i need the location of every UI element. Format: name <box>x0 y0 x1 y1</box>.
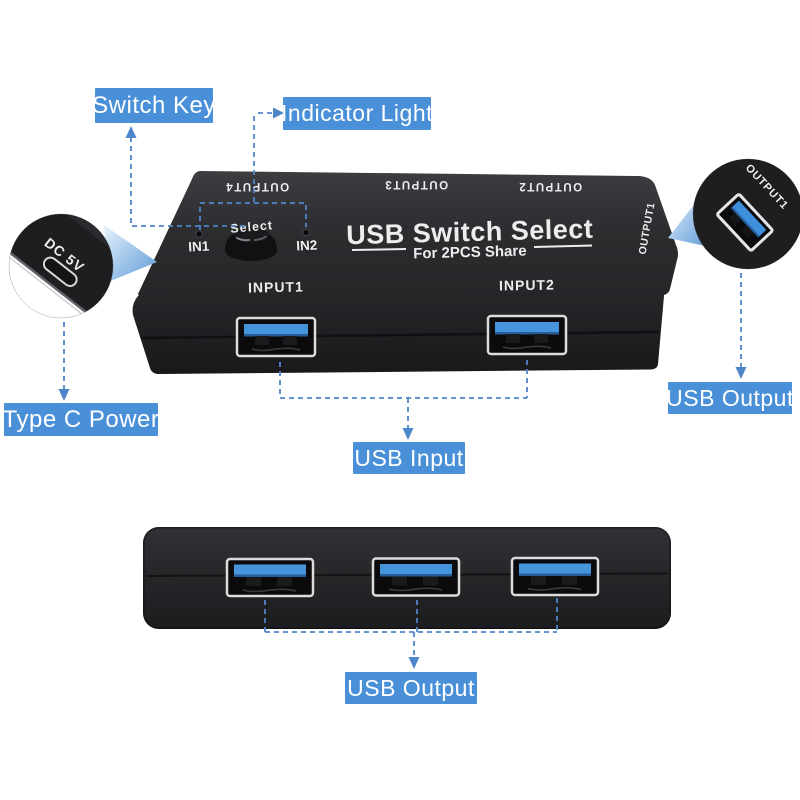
select-label: Select <box>230 218 274 236</box>
arrow-up-switch-key <box>125 126 137 138</box>
led-in2 <box>302 228 310 237</box>
arrow-right-indicator <box>273 107 284 119</box>
input2-label: INPUT2 <box>499 277 555 294</box>
arrow-down-usb-output-bottom <box>408 657 420 669</box>
usb-a-port-closeup <box>716 193 774 252</box>
usb-output-bottom-callout: USB Output <box>345 672 477 704</box>
usb-switch-device: OUTPUT4 OUTPUT3 OUTPUT2 Select IN1 IN2 U… <box>132 171 678 375</box>
in1-label: IN1 <box>188 238 210 254</box>
connector-switch-key <box>130 137 248 227</box>
usb-output-right-callout: USB Output <box>666 382 793 414</box>
device-subtitle: For 2PCS Share <box>413 243 527 263</box>
connector-indicator-bracket <box>199 202 307 230</box>
in2-label: IN2 <box>296 237 318 253</box>
select-knob[interactable] <box>225 226 277 262</box>
subtitle-rule-left <box>351 248 407 251</box>
usb-input-callout: USB Input <box>353 442 465 474</box>
switch-key-callout: Switch Key <box>92 88 215 123</box>
device-seam <box>140 330 660 340</box>
device-title: USB Switch Select <box>346 214 594 250</box>
arrow-down-usb-input <box>402 428 414 440</box>
type-c-port <box>42 256 78 287</box>
back-port-label-output2: OUTPUT2 <box>518 180 582 192</box>
usb-port-output-b[interactable] <box>371 557 461 597</box>
subtitle-rule-right <box>533 244 593 248</box>
device-rear-view <box>143 527 671 629</box>
indicator-light-callout: Indicator Light <box>281 97 433 130</box>
led-in1 <box>195 230 203 238</box>
arrow-down-usb-output-right <box>735 367 747 379</box>
type-c-power-callout: Type C Power <box>3 403 159 436</box>
connectors <box>63 112 742 660</box>
usb-port-output-a[interactable] <box>225 557 315 598</box>
connector-arrowheads <box>58 107 747 669</box>
left-inset-wedge <box>104 225 157 282</box>
usb-port-input2[interactable] <box>486 314 568 356</box>
arrow-down-type-c <box>58 389 70 401</box>
input1-label: INPUT1 <box>248 279 304 296</box>
back-port-label-output3: OUTPUT3 <box>384 178 448 190</box>
usb-port-output-c[interactable] <box>510 556 600 597</box>
back-port-label-output4: OUTPUT4 <box>225 180 289 192</box>
usb-port-input1[interactable] <box>235 316 317 358</box>
